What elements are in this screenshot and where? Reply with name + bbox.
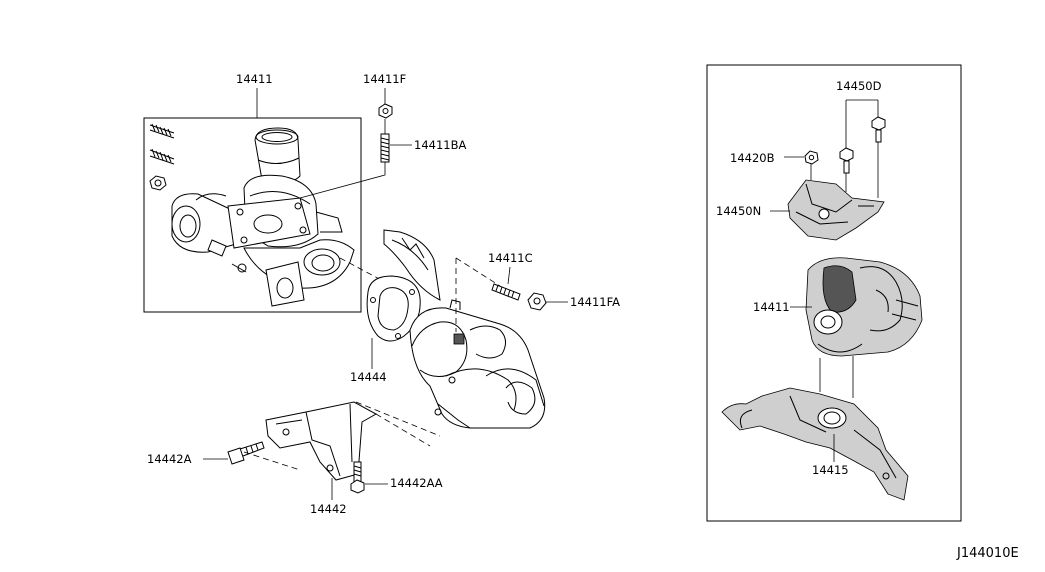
- stud-bolt-icon: [491, 283, 521, 301]
- turbocharger-icon: [805, 257, 923, 357]
- dash-link-turbo-shield: [339, 257, 386, 283]
- callout-14450N[interactable]: 14450N: [716, 204, 761, 218]
- nut-icon: [149, 175, 167, 191]
- dash-link-bracket-manifold-2: [375, 413, 431, 447]
- callout-14411BA[interactable]: 14411BA: [414, 138, 466, 152]
- callout-14450D[interactable]: 14450D: [836, 79, 882, 93]
- callout-14411-top[interactable]: 14411: [236, 72, 273, 86]
- bolt-icon: [839, 147, 854, 174]
- bolt-icon: [227, 441, 265, 465]
- flange-nut-icon: [378, 103, 393, 119]
- callout-14442[interactable]: 14442: [310, 502, 347, 516]
- turbocharger-icon: [171, 127, 355, 307]
- bolt-icon: [871, 116, 886, 143]
- diagram-reference-code: J144010E: [956, 546, 1019, 561]
- bracket-icon: [265, 401, 378, 481]
- callout-14442AA[interactable]: 14442AA: [390, 476, 443, 490]
- heat-insulator-icon: [787, 179, 885, 241]
- heat-shield-icon: [383, 229, 441, 301]
- turbocharger-detail-box: [143, 117, 362, 313]
- exhaust-manifold-icon: [409, 299, 546, 429]
- insulator-detail-box: [706, 64, 962, 522]
- callout-14420B[interactable]: 14420B: [730, 151, 775, 165]
- dash-link-manifold-top: [455, 257, 501, 287]
- heat-insulator-icon: [721, 387, 909, 501]
- dash-link-turbo-stud: [299, 158, 386, 199]
- stud-icon: [149, 148, 175, 165]
- callout-14442A[interactable]: 14442A: [147, 452, 192, 466]
- flange-nut-icon: [527, 292, 547, 311]
- nut-icon: [804, 150, 819, 165]
- dash-link-bolt-bracket: [243, 451, 301, 471]
- dash-link-bracket-manifold: [355, 401, 441, 437]
- callout-14411FA[interactable]: 14411FA: [570, 295, 620, 309]
- bolt-icon: [350, 461, 365, 494]
- callout-14411-right[interactable]: 14411: [753, 300, 790, 314]
- leader-14411C: [507, 266, 511, 285]
- callout-14444[interactable]: 14444: [350, 370, 387, 384]
- callout-14411C[interactable]: 14411C: [488, 251, 533, 265]
- leader-14450D: [845, 99, 879, 150]
- stud-icon: [149, 123, 175, 139]
- stud-bolt-icon: [380, 133, 390, 163]
- callout-14415[interactable]: 14415: [812, 463, 849, 477]
- gasket-icon: [366, 275, 421, 342]
- callout-14411F[interactable]: 14411F: [363, 72, 406, 86]
